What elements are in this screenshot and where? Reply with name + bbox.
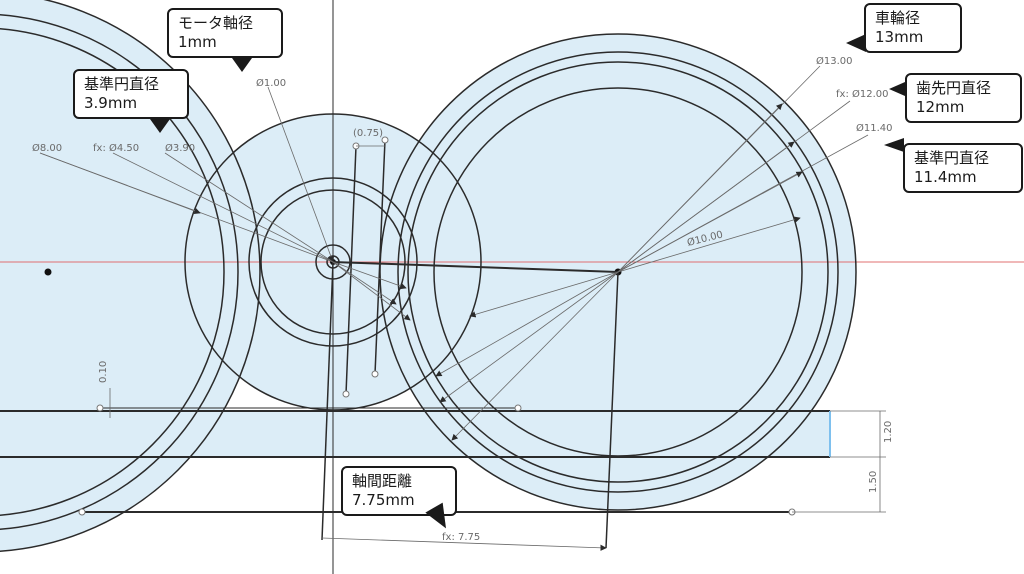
callout-center-distance-title: 軸間距離: [352, 472, 413, 490]
callout-ref-small-tail: [150, 119, 170, 133]
callout-motor-shaft-value: 1mm: [178, 33, 217, 51]
left-wheel[interactable]: [0, 0, 261, 553]
construction-lines: [321, 139, 619, 549]
dim-11-4[interactable]: Ø11.40: [856, 122, 893, 134]
dim-13[interactable]: Ø13.00: [816, 55, 853, 67]
callout-ref-small-title: 基準円直径: [84, 75, 160, 93]
origin-point[interactable]: [44, 268, 52, 276]
callout-motor-shaft-title: モータ軸径: [178, 14, 254, 32]
dim-4-5[interactable]: fx: Ø4.50: [93, 142, 139, 154]
callout-ref-large-tail: [884, 138, 904, 152]
dim-center-distance[interactable]: fx: 7.75: [442, 532, 480, 543]
dim-3-9[interactable]: Ø3.90: [165, 142, 195, 154]
dim-motor-shaft[interactable]: Ø1.00: [256, 77, 286, 89]
dim-1-20[interactable]: 1.20: [883, 421, 894, 443]
callout-wheel: 車輪径 13mm: [864, 3, 962, 53]
dim-1-50[interactable]: 1.50: [868, 471, 879, 493]
callout-ref-large: 基準円直径 11.4mm: [903, 143, 1023, 193]
dim-12[interactable]: fx: Ø12.00: [836, 88, 889, 100]
callout-tip-large: 歯先円直径 12mm: [905, 73, 1022, 123]
dim-0-10[interactable]: 0.10: [98, 361, 109, 383]
callout-motor-shaft: モータ軸径 1mm: [167, 8, 283, 58]
callout-center-distance: 軸間距離 7.75mm: [341, 466, 457, 516]
callout-wheel-tail: [846, 34, 866, 52]
callout-center-distance-value: 7.75mm: [352, 491, 415, 509]
callout-tip-large-value: 12mm: [916, 98, 965, 116]
callout-ref-small: 基準円直径 3.9mm: [73, 69, 189, 119]
dim-pitch-075[interactable]: (0.75): [353, 128, 383, 139]
callout-ref-small-value: 3.9mm: [84, 94, 138, 112]
dimension-leaders: [39, 65, 886, 552]
callout-motor-shaft-tail: [232, 58, 252, 72]
callout-wheel-title: 車輪径: [875, 9, 921, 27]
dim-8[interactable]: Ø8.00: [32, 142, 62, 154]
callout-tip-large-title: 歯先円直径: [916, 79, 992, 97]
callout-wheel-value: 13mm: [875, 28, 924, 46]
callout-tip-large-tail: [889, 82, 905, 96]
callout-ref-large-value: 11.4mm: [914, 168, 977, 186]
center-link-line[interactable]: [332, 261, 619, 273]
callout-ref-large-title: 基準円直径: [914, 149, 990, 167]
